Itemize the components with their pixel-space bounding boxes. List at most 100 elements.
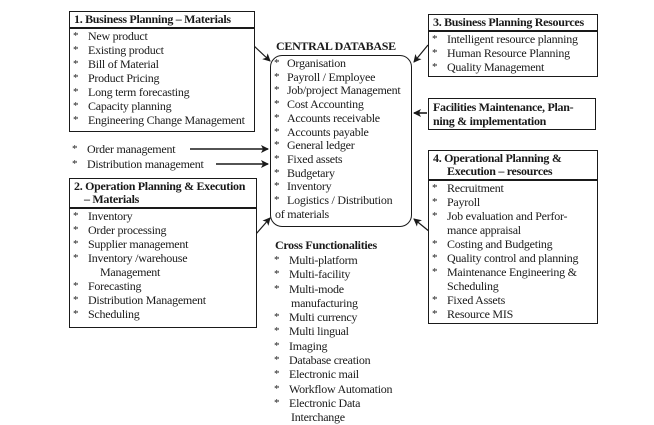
bullet-star-icon: * bbox=[432, 210, 438, 222]
bullet-star-icon: * bbox=[274, 354, 280, 367]
list-item: *Budgetary bbox=[274, 165, 335, 180]
list-item: *Payroll bbox=[432, 195, 480, 209]
list-item: *Forecasting bbox=[73, 279, 142, 293]
bullet-star-icon: * bbox=[73, 224, 79, 236]
list-item: *Fixed Assets bbox=[432, 293, 506, 307]
bullet-star-icon: * bbox=[274, 282, 280, 295]
box3-title: 3. Business Planning Resources bbox=[429, 15, 597, 32]
list-item: *Accounts receivable bbox=[274, 110, 380, 125]
bullet-star-icon: * bbox=[432, 47, 438, 59]
list-item: *Order management bbox=[72, 142, 176, 156]
central-database-title: CENTRAL DATABASE bbox=[276, 39, 396, 53]
bullet-star-icon: * bbox=[274, 180, 280, 193]
list-item: *Job/project Management bbox=[274, 83, 401, 98]
bullet-star-icon: * bbox=[73, 238, 79, 250]
cross-functionalities-list: *Multi-platform *Multi-facility *Multi-m… bbox=[272, 253, 412, 425]
bullet-star-icon: * bbox=[73, 114, 79, 126]
list-item: *Inventory bbox=[274, 179, 332, 194]
list-item: *Cost Accounting bbox=[274, 97, 364, 112]
bullet-star-icon: * bbox=[73, 210, 79, 222]
list-item: *Quality Management bbox=[432, 60, 545, 74]
bullet-star-icon: * bbox=[73, 86, 79, 98]
bullet-star-icon: * bbox=[274, 70, 280, 83]
list-item: *Fixed assets bbox=[274, 151, 343, 166]
bullet-star-icon: * bbox=[274, 111, 280, 124]
bullet-star-icon: * bbox=[73, 252, 79, 264]
list-item: *Human Resource Planning bbox=[432, 46, 570, 60]
list-item: *Distribution management bbox=[72, 157, 204, 171]
cross-functionalities-title: Cross Functionalities bbox=[275, 238, 377, 252]
bullet-star-icon: * bbox=[274, 368, 280, 381]
bullet-star-icon: * bbox=[274, 57, 280, 69]
bullet-star-icon: * bbox=[73, 72, 79, 84]
list-item: *Intelligent resource planning bbox=[432, 32, 578, 46]
bullet-star-icon: * bbox=[274, 84, 280, 97]
bullet-star-icon: * bbox=[274, 98, 280, 111]
list-item: *Supplier management bbox=[73, 237, 189, 251]
arrow-box2-to-central bbox=[255, 217, 271, 235]
box-business-planning-resources: 3. Business Planning Resources *Intellig… bbox=[428, 14, 598, 77]
bullet-star-icon: * bbox=[274, 268, 280, 281]
bullet-star-icon: * bbox=[274, 396, 280, 409]
bullet-star-icon: * bbox=[432, 238, 438, 250]
list-item: *Quality control and planning bbox=[432, 251, 579, 265]
list-item: *Maintenance Engineering &Scheduling bbox=[432, 265, 577, 293]
list-item: *Inventory bbox=[73, 209, 133, 223]
list-item: *Order processing bbox=[73, 223, 167, 237]
arrow-box1-to-central bbox=[252, 44, 271, 62]
list-item: *Database creation bbox=[274, 353, 371, 368]
bullet-star-icon: * bbox=[432, 61, 438, 73]
list-item: *Imaging bbox=[274, 338, 328, 353]
bullet-star-icon: * bbox=[274, 139, 280, 152]
bullet-star-icon: * bbox=[73, 44, 79, 56]
bullet-star-icon: * bbox=[432, 33, 438, 45]
central-database-list: *Organisation *Payroll / Employee *Job/p… bbox=[272, 56, 410, 221]
list-item: *Electronic mail bbox=[274, 367, 359, 382]
bullet-star-icon: * bbox=[72, 158, 78, 170]
bullet-star-icon: * bbox=[274, 125, 280, 138]
bullet-star-icon: * bbox=[73, 58, 79, 70]
list-item: *Existing product bbox=[73, 43, 164, 57]
bullet-star-icon: * bbox=[432, 182, 438, 194]
list-item: *Payroll / Employee bbox=[274, 69, 376, 84]
list-item: *New product bbox=[73, 29, 148, 43]
bullet-star-icon: * bbox=[72, 143, 78, 155]
bullet-star-icon: * bbox=[274, 325, 280, 338]
box1-title: 1. Business Planning – Materials bbox=[70, 12, 254, 29]
list-item: *Multi currency bbox=[274, 310, 358, 325]
list-item: *Job evaluation and Perfor-mance apprais… bbox=[432, 209, 568, 237]
list-item: *Engineering Change Management bbox=[73, 113, 245, 127]
box-facilities-maintenance: Facilities Maintenance, Plan- ning & imp… bbox=[428, 98, 596, 130]
bullet-star-icon: * bbox=[432, 294, 438, 306]
box4-list: *Recruitment *Payroll *Job evaluation an… bbox=[429, 181, 597, 321]
bullet-star-icon: * bbox=[274, 311, 280, 324]
box3-list: *Intelligent resource planning *Human Re… bbox=[429, 32, 597, 74]
bullet-star-icon: * bbox=[274, 254, 280, 266]
bullet-star-icon: * bbox=[274, 194, 280, 207]
central-database-box bbox=[270, 55, 412, 227]
list-item: *Recruitment bbox=[432, 181, 504, 195]
box2-title: 2. Operation Planning & Execution – Mate… bbox=[70, 179, 256, 209]
list-item: *Costing and Budgeting bbox=[432, 237, 553, 251]
arrow-box3-to-central bbox=[413, 44, 429, 63]
list-item: *Capacity planning bbox=[73, 99, 172, 113]
list-item: *Scheduling bbox=[73, 307, 140, 321]
bullet-star-icon: * bbox=[73, 280, 79, 292]
box1-list: *New product *Existing product *Bill of … bbox=[70, 29, 254, 127]
bullet-star-icon: * bbox=[274, 166, 280, 179]
list-item: *Organisation bbox=[274, 56, 346, 70]
list-item: *Distribution Management bbox=[73, 293, 206, 307]
box-operational-planning-resources: 4. Operational Planning & Execution – re… bbox=[428, 150, 598, 324]
bullet-star-icon: * bbox=[432, 308, 438, 320]
loose-items: *Order management *Distribution manageme… bbox=[69, 142, 219, 172]
box-business-planning-materials: 1. Business Planning – Materials *New pr… bbox=[69, 11, 255, 132]
bullet-star-icon: * bbox=[432, 252, 438, 264]
list-item: *Multi lingual bbox=[274, 324, 349, 339]
bullet-star-icon: * bbox=[432, 266, 438, 278]
bullet-star-icon: * bbox=[274, 339, 280, 352]
bullet-star-icon: * bbox=[73, 30, 79, 42]
